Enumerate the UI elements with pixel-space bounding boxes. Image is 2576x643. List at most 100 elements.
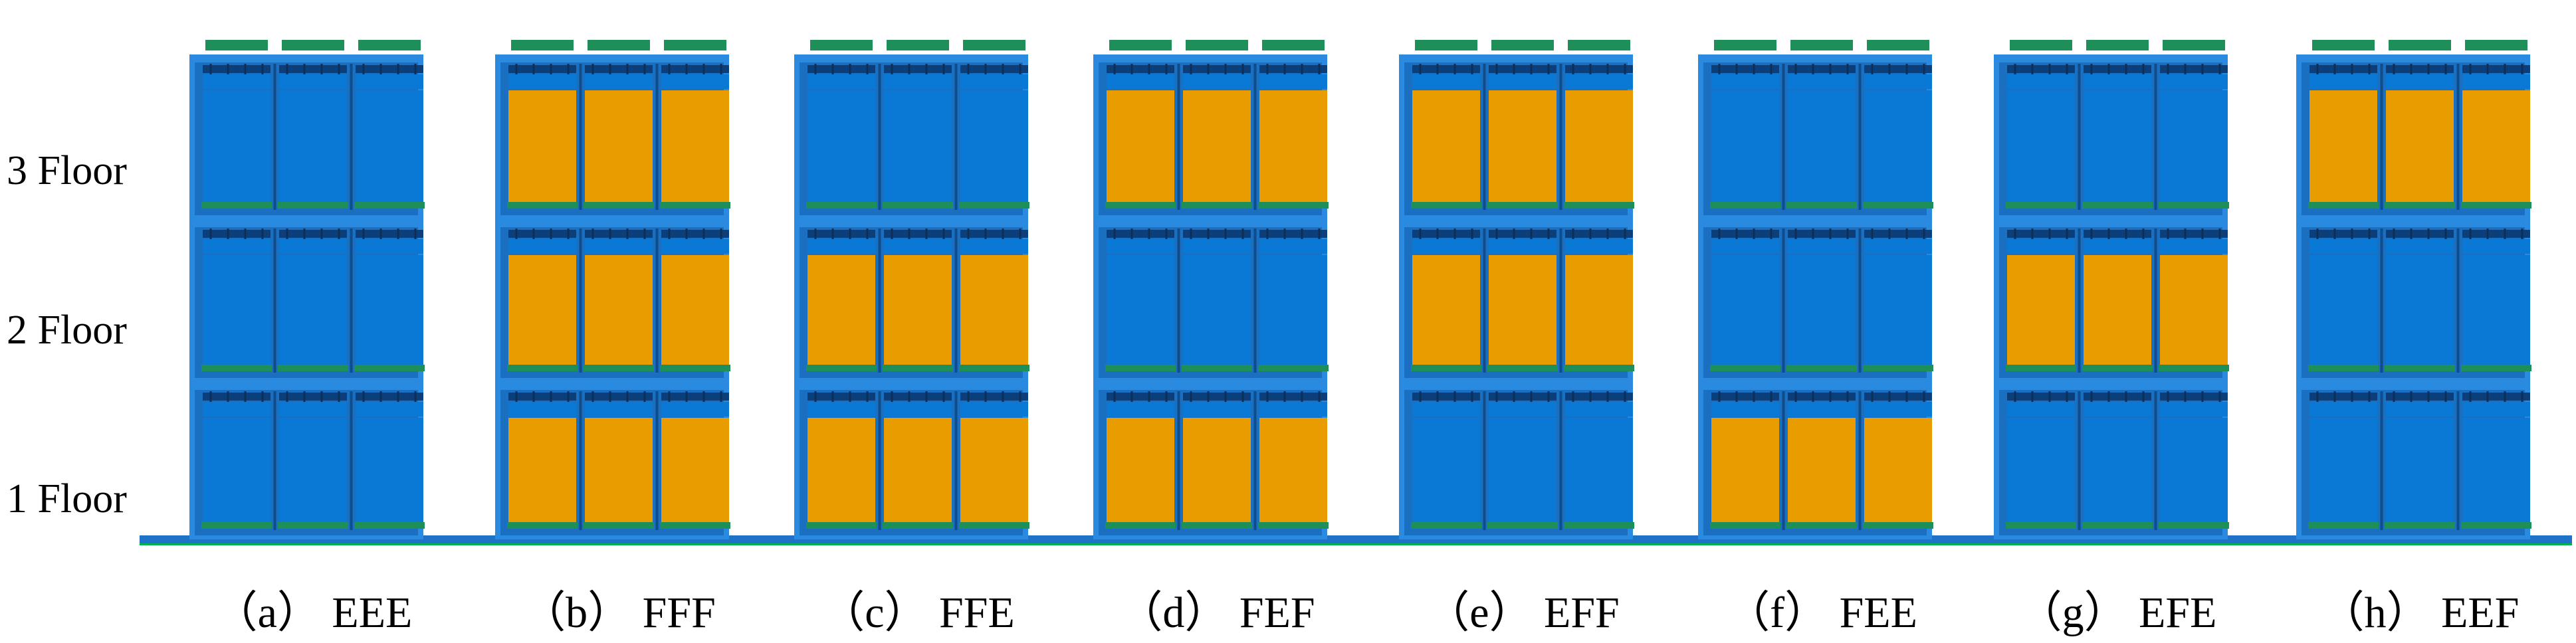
filled-panel <box>2007 255 2075 365</box>
window-sill <box>1564 522 1634 529</box>
roof-cap <box>2010 40 2072 50</box>
roof-cap <box>2389 40 2451 50</box>
roof-cap <box>1867 40 1929 50</box>
window-sill <box>1258 365 1329 371</box>
ceiling-beam <box>1183 393 1251 401</box>
window-sill <box>660 202 730 209</box>
filled-panel <box>585 255 653 365</box>
upper-panel <box>807 74 875 89</box>
ceiling-beam <box>1107 230 1174 238</box>
window-sill <box>1258 522 1329 529</box>
empty-panel <box>2309 418 2377 522</box>
roof-cap <box>664 40 726 50</box>
ceiling-beam <box>884 393 952 401</box>
filled-panel <box>661 418 729 522</box>
window-sill <box>1863 522 1933 529</box>
filled-panel <box>508 255 576 365</box>
ground-slab <box>140 535 2572 545</box>
upper-panel <box>585 239 653 254</box>
roof-cap <box>1415 40 1477 50</box>
upper-panel <box>1183 74 1251 89</box>
filled-panel <box>1183 90 1251 202</box>
ceiling-beam <box>1788 65 1856 73</box>
window-sill <box>201 202 272 209</box>
window-sill <box>2159 202 2229 209</box>
upper-panel <box>661 74 729 89</box>
empty-panel <box>1489 418 1556 522</box>
upper-panel <box>585 74 653 89</box>
window-sill <box>2006 522 2076 529</box>
ceiling-beam <box>807 230 875 238</box>
ceiling-beam <box>1259 65 1327 73</box>
ceiling-beam <box>2160 230 2228 238</box>
ceiling-beam <box>884 65 952 73</box>
window-sill <box>1182 202 1252 209</box>
empty-panel <box>1864 255 1932 365</box>
empty-panel <box>1711 255 1779 365</box>
ceiling-beam <box>585 65 653 73</box>
ceiling-beam <box>2309 230 2377 238</box>
empty-panel <box>1183 255 1251 365</box>
ceiling-beam <box>1412 65 1480 73</box>
window-sill <box>1411 202 1481 209</box>
upper-panel <box>960 74 1028 89</box>
window-sill <box>2385 365 2455 371</box>
filled-panel <box>1412 255 1480 365</box>
ceiling-beam <box>279 65 347 73</box>
empty-panel <box>1788 90 1856 202</box>
window-sill <box>278 365 348 371</box>
floor-label-3: 3 Floor <box>7 148 127 193</box>
empty-panel <box>1412 418 1480 522</box>
upper-panel <box>960 402 1028 416</box>
upper-panel <box>1565 402 1633 416</box>
window-sill <box>959 365 1029 371</box>
window-sill <box>2461 202 2531 209</box>
filled-panel <box>2462 90 2530 202</box>
filled-panel <box>1711 418 1779 522</box>
ceiling-beam <box>279 393 347 401</box>
window-sill <box>883 202 953 209</box>
window-sill <box>1863 365 1933 371</box>
upper-panel <box>2309 402 2377 416</box>
window-sill <box>883 522 953 529</box>
window-sill <box>2006 202 2076 209</box>
ceiling-beam <box>356 230 423 238</box>
window-sill <box>1710 365 1780 371</box>
filled-panel <box>585 418 653 522</box>
floor-label-2: 2 Floor <box>7 308 127 353</box>
floor-label-1: 1 Floor <box>7 476 127 521</box>
window-sill <box>2461 365 2531 371</box>
ceiling-beam <box>1107 65 1174 73</box>
upper-panel <box>1107 402 1174 416</box>
upper-panel <box>2007 239 2075 254</box>
upper-panel <box>884 402 952 416</box>
ceiling-beam <box>1259 393 1327 401</box>
window-sill <box>201 365 272 371</box>
upper-panel <box>2160 74 2228 89</box>
caption-d: （d） FEF <box>1119 589 1315 637</box>
upper-panel <box>1412 239 1480 254</box>
ceiling-beam <box>356 65 423 73</box>
filled-panel <box>661 90 729 202</box>
ceiling-beam <box>960 230 1028 238</box>
window-sill <box>806 202 877 209</box>
ceiling-beam <box>585 393 653 401</box>
window-sill <box>2159 522 2229 529</box>
ceiling-beam <box>1107 393 1174 401</box>
window-sill <box>2082 522 2153 529</box>
filled-panel <box>661 255 729 365</box>
ceiling-beam <box>1489 65 1556 73</box>
empty-panel <box>960 90 1028 202</box>
window-sill <box>1564 365 1634 371</box>
filled-panel <box>960 255 1028 365</box>
upper-panel <box>508 74 576 89</box>
filled-panel <box>2084 255 2151 365</box>
upper-panel <box>884 74 952 89</box>
roof-cap <box>358 40 421 50</box>
filled-panel <box>508 90 576 202</box>
upper-panel <box>1864 74 1932 89</box>
ceiling-beam <box>661 230 729 238</box>
window-sill <box>2308 522 2379 529</box>
upper-panel <box>356 239 423 254</box>
